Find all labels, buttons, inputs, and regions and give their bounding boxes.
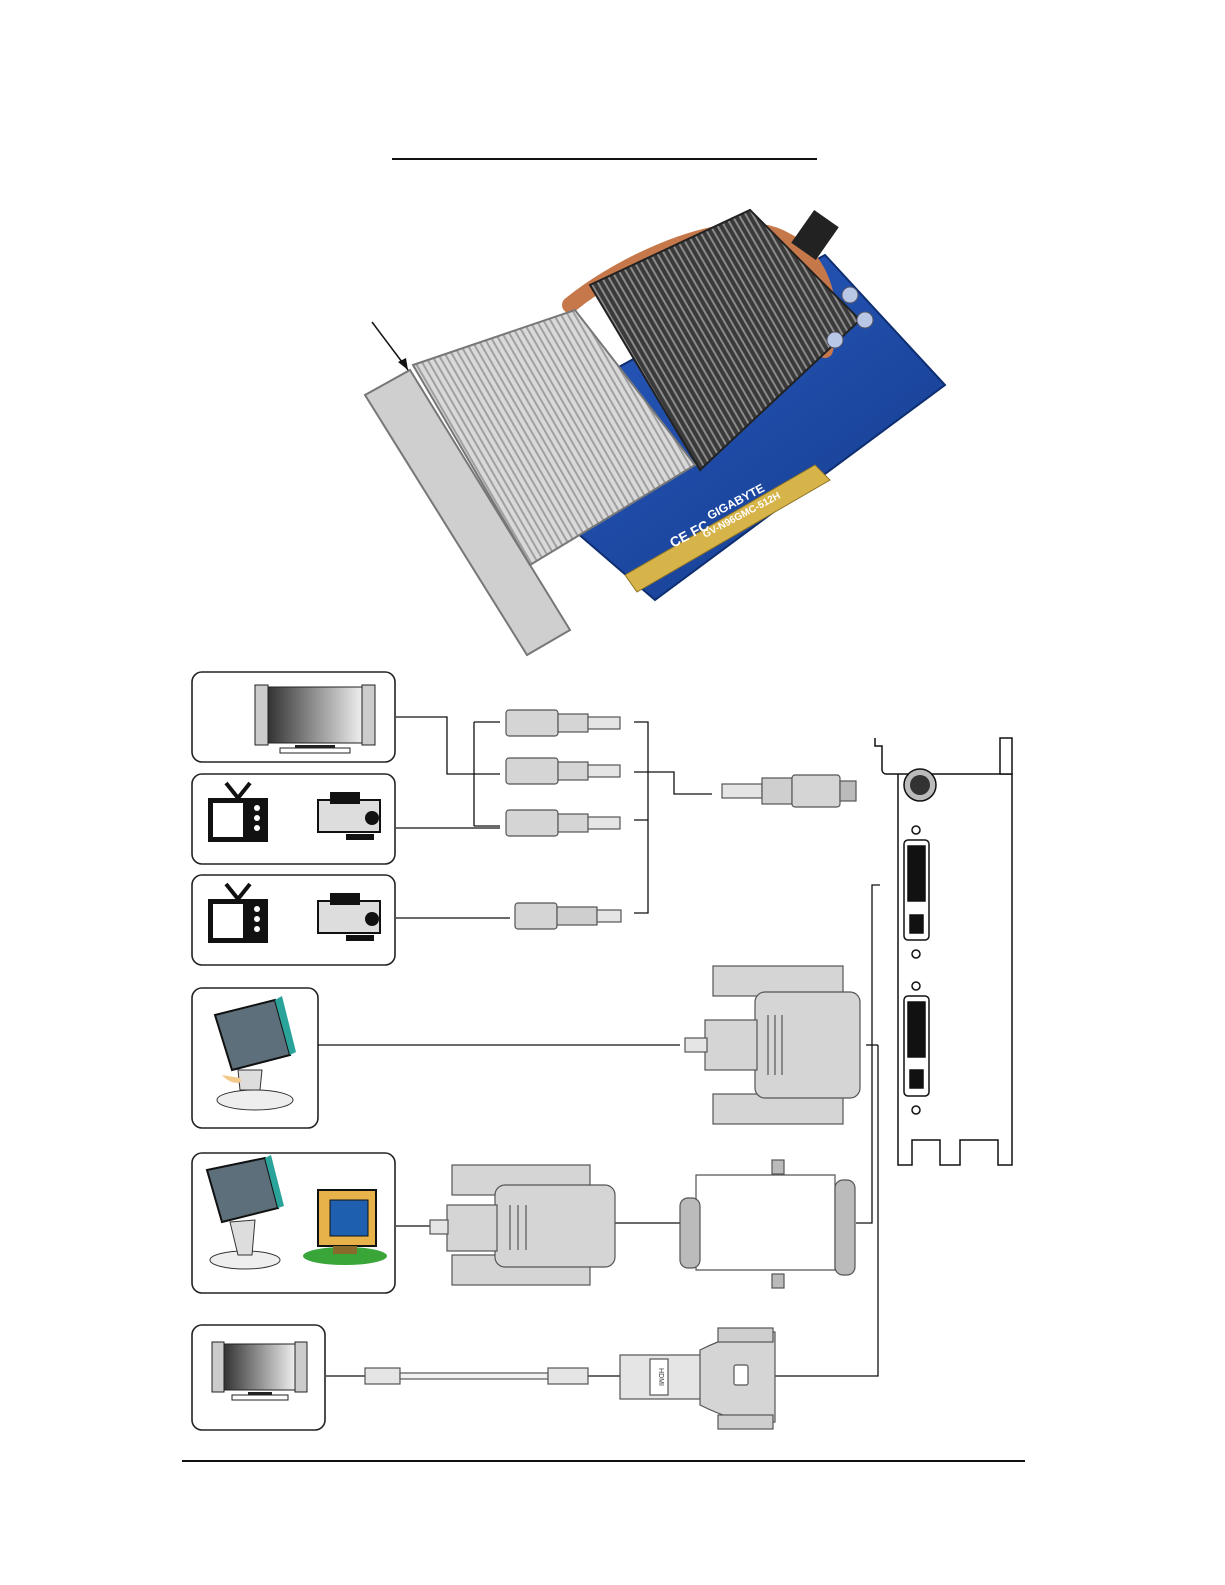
component-plug-2: [506, 758, 620, 784]
svideo-plug: [515, 903, 621, 929]
svg-text:HDMI: HDMI: [657, 1368, 664, 1386]
projector-icon-2: [318, 893, 380, 941]
title-underline: [392, 158, 817, 160]
dvi-port-2: [904, 982, 929, 1114]
pointer-arrow: [368, 318, 418, 378]
vga-plug: [430, 1165, 615, 1285]
projector-icon-1: [318, 792, 380, 840]
connection-diagram: HDMI: [0, 660, 1225, 1460]
hdtv-out-plug: [722, 775, 856, 807]
dvi-plug-large: [685, 966, 860, 1124]
dvi-to-hdmi-adapter: HDMI: [620, 1328, 775, 1429]
graphics-card-illustration: GIGABYTE GV-N96GMC-512H CE FC: [355, 200, 955, 660]
hdtv-icon-1: [255, 685, 375, 753]
hdmi-cable: [365, 1368, 588, 1384]
footer-rule: [182, 1460, 1025, 1462]
component-plug-1: [506, 710, 620, 736]
card-bracket-outline: [875, 738, 1012, 1165]
dvi-to-vga-adapter: [680, 1160, 855, 1288]
dvi-port-1: [904, 826, 929, 958]
component-plug-3: [506, 810, 620, 836]
